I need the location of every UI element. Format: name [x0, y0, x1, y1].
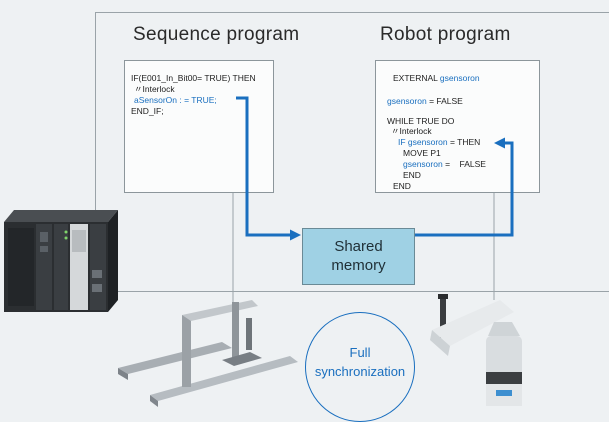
sequence-to-memory-arrow — [236, 96, 292, 237]
robot-line-while: WHILE TRUE DO — [387, 116, 455, 126]
shared-memory-line2: memory — [331, 257, 386, 274]
sequence-line-comment: 〃Interlock — [134, 84, 175, 94]
robot-line-reset: gsensoron = FALSE — [403, 159, 486, 170]
robot-line-end-while: END — [393, 181, 411, 191]
robot-line-external: EXTERNAL gsensoron — [393, 73, 480, 84]
sequence-line-if: IF(E001_In_Bit00= TRUE) THEN — [131, 73, 256, 83]
system-frame — [95, 12, 609, 292]
robot-line-reset-value: = FALSE — [442, 159, 486, 169]
robot-line-init-var: gsensoron — [387, 96, 427, 106]
sync-line1: Full — [349, 345, 371, 360]
robot-line-init-value: = FALSE — [426, 96, 463, 106]
robot-line-external-keyword: EXTERNAL — [393, 73, 440, 83]
robot-line-if-cond: IF gsensoron — [398, 137, 448, 147]
robot-line-end-if: END — [403, 170, 421, 180]
robot-line-if-then: = THEN — [447, 137, 481, 147]
sync-line2: synchronization — [314, 364, 406, 379]
sequence-code-box: IF(E001_In_Bit00= TRUE) THEN 〃Interlock … — [124, 60, 274, 193]
robot-line-comment: 〃Interlock — [391, 126, 432, 136]
full-synchronization-badge: Full synchronization — [305, 312, 415, 422]
robot-line-move: MOVE P1 — [403, 148, 441, 158]
plc-controller-icon — [4, 210, 118, 312]
sequence-line-endif: END_IF; — [131, 106, 164, 116]
shared-memory-line1: Shared — [334, 238, 383, 255]
sequence-program-title: Sequence program — [133, 24, 300, 45]
robot-code-box: EXTERNAL gsensoron gsensoron = FALSE WHI… — [375, 60, 540, 193]
gantry-robot-icon — [118, 300, 298, 407]
robot-line-reset-var: gsensoron — [403, 159, 443, 169]
sequence-line-assign: aSensorOn : = TRUE; — [134, 95, 217, 105]
robot-line-init: gsensoron = FALSE — [387, 96, 463, 107]
scara-robot-icon — [430, 294, 522, 406]
sequence-arrowhead-icon — [290, 229, 301, 241]
shared-memory-box: Shared memory — [302, 228, 415, 285]
robot-arrowhead-icon — [494, 137, 505, 149]
robot-program-title: Robot program — [380, 24, 511, 45]
memory-to-robot-arrow — [415, 141, 514, 237]
robot-line-external-var: gsensoron — [439, 73, 480, 83]
robot-line-if: IF gsensoron = THEN — [398, 137, 480, 148]
